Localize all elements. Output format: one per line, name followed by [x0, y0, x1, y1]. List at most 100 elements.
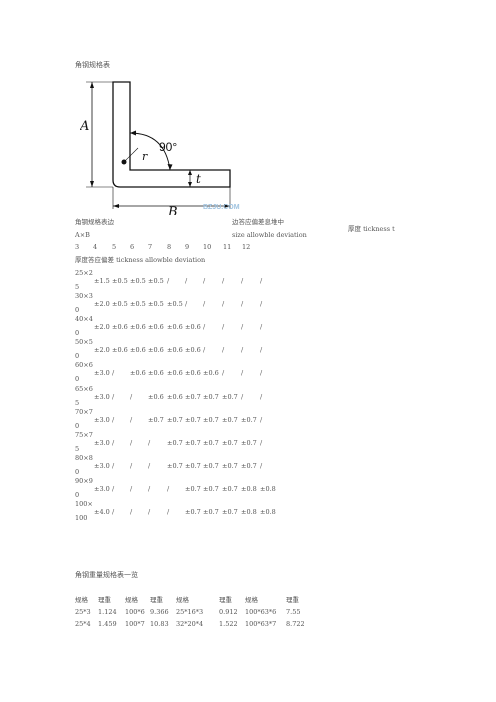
row-thickness-deviation: ±0.7 [222, 415, 238, 424]
row-thickness-deviation: / [260, 346, 263, 355]
label-a: A [80, 119, 89, 134]
row-thickness-deviation: ±0.8 [260, 508, 276, 516]
weight-header-cell: 规格 [75, 596, 88, 604]
row-thickness-deviation: ±0.7 [203, 461, 219, 470]
row-thickness-deviation: ±0.7 [222, 484, 238, 493]
thickness-value: 6 [130, 243, 135, 251]
row-thickness-deviation: / [148, 484, 151, 493]
row-thickness-deviation: / [112, 484, 115, 493]
row-thickness-deviation: ±0.6 [167, 323, 183, 332]
row-size-deviation: ±2.0 [94, 346, 110, 355]
row-thickness-deviation: / [260, 461, 263, 470]
row-thickness-deviation: ±0.6 [130, 346, 146, 355]
row-thickness-deviation: / [148, 508, 151, 516]
row-thickness-deviation: / [222, 346, 225, 355]
weight-cell: 1.522 [219, 620, 238, 628]
weight-header-cell: 规格 [176, 596, 189, 604]
radius-leader [123, 147, 139, 163]
row-size-line2: 0 [75, 375, 80, 384]
row-size-deviation: ±2.0 [94, 300, 110, 309]
row-thickness-deviation: ±0.7 [241, 438, 257, 447]
row-thickness-deviation: ±0.6 [148, 346, 164, 355]
row-thickness-deviation: ±0.6 [130, 323, 146, 332]
row-thickness-deviation: / [167, 277, 170, 285]
dim-t-arrow-top [188, 170, 192, 175]
thickness-deviation-subheader: 厚度答应偏差 tickness allowble deviation [75, 256, 206, 264]
row-size-line2: 0 [75, 329, 80, 338]
row-thickness-deviation: ±0.6 [112, 346, 128, 355]
row-thickness-deviation: ±0.6 [185, 369, 201, 378]
angle-arrow-bottom [167, 164, 173, 170]
row-size-line1: 80×8 [75, 453, 93, 462]
row-thickness-deviation: / [260, 369, 263, 378]
row-size-line2: 100 [75, 514, 88, 522]
row-thickness-deviation: ±0.5 [167, 300, 183, 309]
row-thickness-deviation: / [241, 323, 244, 332]
row-thickness-deviation: ±0.5 [112, 277, 128, 285]
row-thickness-deviation: ±0.7 [222, 508, 238, 516]
weight-cell: 25*4 [75, 620, 91, 628]
row-thickness-deviation: / [241, 277, 244, 285]
thickness-value: 3 [75, 243, 80, 251]
row-thickness-deviation: / [112, 369, 115, 378]
row-thickness-deviation: / [222, 300, 225, 309]
row-size-line1: 40×4 [75, 315, 93, 324]
row-thickness-deviation: / [185, 277, 188, 285]
row-thickness-deviation: ±0.6 [148, 369, 164, 378]
row-size-line2: 0 [75, 467, 80, 476]
row-thickness-deviation: / [222, 323, 225, 332]
thickness-value: 11 [223, 243, 232, 251]
thickness-value: 9 [185, 243, 190, 251]
thickness-value: 12 [242, 243, 251, 251]
weight-cell: 100*63*6 [245, 608, 277, 616]
weight-header-cell: 规格 [245, 596, 258, 604]
row-thickness-deviation: / [203, 323, 206, 332]
row-size-deviation: ±3.0 [94, 369, 110, 378]
row-size-line2: 5 [75, 398, 80, 407]
row-size-deviation: ±3.0 [94, 484, 110, 493]
page-title: 角钢规格表 [75, 61, 110, 69]
weight-header-cell: 理重 [150, 596, 163, 604]
row-thickness-deviation: / [112, 392, 115, 401]
row-thickness-deviation: / [203, 277, 206, 285]
row-thickness-deviation: / [112, 438, 115, 447]
row-thickness-deviation: ±0.5 [148, 277, 164, 285]
weight-cell: 8.722 [286, 620, 305, 628]
row-thickness-deviation: ±0.7 [241, 461, 257, 470]
row-thickness-deviation: ±0.6 [203, 369, 219, 378]
row-size-line1: 60×6 [75, 361, 93, 370]
row-thickness-deviation: ±0.7 [148, 415, 164, 424]
row-thickness-deviation: / [222, 277, 225, 285]
row-thickness-deviation: ±0.7 [185, 415, 201, 424]
row-thickness-deviation: / [148, 438, 151, 447]
row-thickness-deviation: / [241, 369, 244, 378]
header-col2-line2: size allowble deviation [232, 231, 307, 239]
dim-a-arrow-bottom [90, 181, 94, 187]
row-thickness-deviation: / [260, 323, 263, 332]
label-angle: 90° [159, 140, 177, 154]
row-thickness-deviation: ±0.6 [148, 323, 164, 332]
row-thickness-deviation: / [241, 392, 244, 401]
row-thickness-deviation: / [112, 415, 115, 424]
row-size-deviation: ±3.0 [94, 461, 110, 470]
weight-cell: 25*3 [75, 608, 91, 616]
row-thickness-deviation: ±0.7 [222, 438, 238, 447]
weight-cell: 0.912 [219, 608, 238, 616]
row-thickness-deviation: ±0.5 [148, 300, 164, 309]
row-size-deviation: ±3.0 [94, 415, 110, 424]
row-thickness-deviation: ±0.7 [203, 415, 219, 424]
row-size-deviation: ±4.0 [94, 508, 110, 516]
row-thickness-deviation: / [130, 438, 133, 447]
row-thickness-deviation: / [260, 438, 263, 447]
row-thickness-deviation: / [260, 392, 263, 401]
row-size-line2: 0 [75, 352, 80, 361]
row-thickness-deviation: / [130, 392, 133, 401]
row-thickness-deviation: ±0.8 [241, 484, 257, 493]
row-thickness-deviation: ±0.7 [203, 508, 219, 516]
row-size-line1: 70×7 [75, 407, 93, 416]
label-r: r [142, 150, 148, 163]
weight-header-cell: 规格 [125, 596, 138, 604]
row-thickness-deviation: ±0.7 [167, 438, 183, 447]
dim-a-arrow-top [90, 82, 94, 88]
weight-cell: 9.366 [150, 608, 169, 616]
